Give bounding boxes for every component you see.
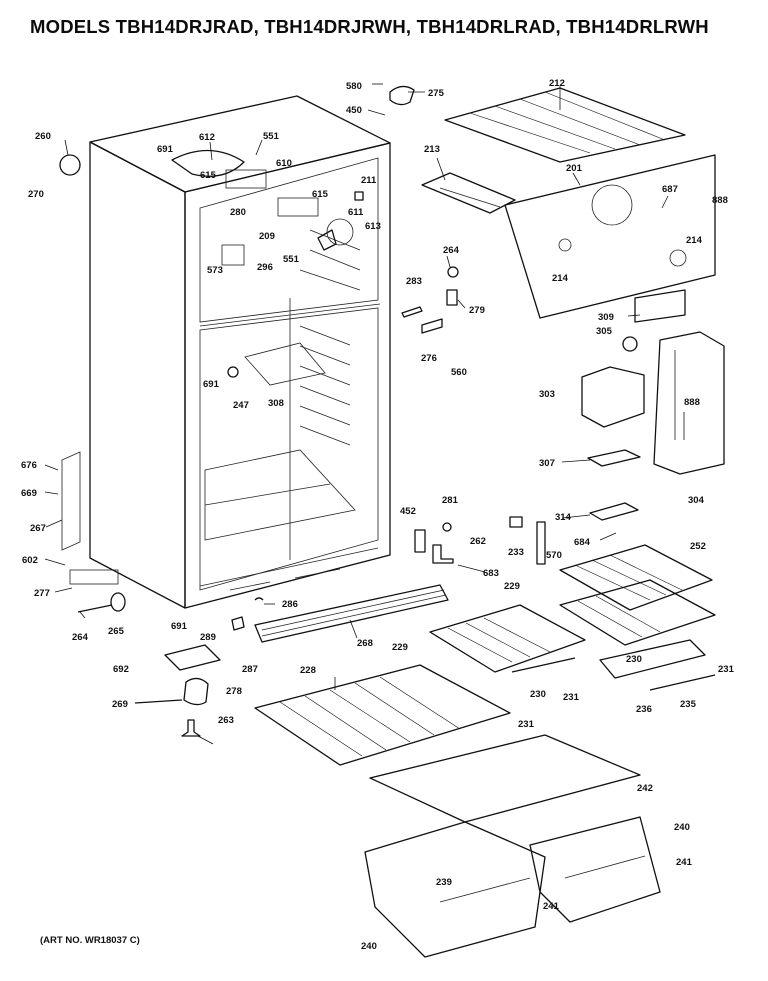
part-label-551: 551 [283, 254, 300, 265]
part-label-270: 270 [28, 189, 44, 200]
part-label-286: 286 [282, 599, 298, 610]
shelf-228 [254, 664, 511, 766]
leader-lines [44, 83, 685, 745]
part-label-264: 264 [72, 632, 89, 643]
part-label-615: 615 [200, 170, 217, 181]
part-label-307: 307 [539, 458, 555, 469]
part-label-229: 229 [392, 642, 408, 653]
part-label-240: 240 [674, 822, 690, 833]
part-label-264: 264 [443, 245, 460, 256]
diagram-title: MODELS TBH14DRJRAD, TBH14DRJRWH, TBH14DR… [30, 16, 709, 37]
part-label-233: 233 [508, 547, 524, 558]
part-label-201: 201 [566, 163, 583, 174]
part-label-240: 240 [361, 941, 377, 952]
part-label-262: 262 [470, 536, 486, 547]
part-label-278: 278 [226, 686, 242, 697]
part-label-888: 888 [684, 397, 700, 408]
part-label-235: 235 [680, 699, 697, 710]
part-label-212: 212 [549, 78, 565, 89]
part-label-615: 615 [312, 189, 329, 200]
part-label-305: 305 [596, 326, 613, 337]
small-parts [59, 85, 716, 737]
part-label-691: 691 [171, 621, 188, 632]
part-label-551: 551 [263, 131, 280, 142]
part-label-669: 669 [21, 488, 37, 499]
part-label-612: 612 [199, 132, 215, 143]
part-label-687: 687 [662, 184, 678, 195]
part-label-211: 211 [361, 175, 377, 186]
part-label-260: 260 [35, 131, 51, 142]
part-label-242: 242 [637, 783, 653, 794]
part-label-247: 247 [233, 400, 249, 411]
refrigerator-cabinet [61, 95, 391, 609]
part-label-231: 231 [718, 664, 735, 675]
part-label-691: 691 [157, 144, 174, 155]
part-label-692: 692 [113, 664, 129, 675]
part-label-267: 267 [30, 523, 46, 534]
part-label-241: 241 [676, 857, 693, 868]
part-label-241: 241 [543, 901, 560, 912]
part-label-684: 684 [574, 537, 591, 548]
cover-242 [369, 734, 641, 823]
part-label-888: 888 [712, 195, 728, 206]
part-label-611: 611 [348, 207, 364, 218]
ice-tray-213 [421, 172, 516, 214]
part-label-309: 309 [598, 312, 614, 323]
part-label-209: 209 [259, 231, 275, 242]
part-label-452: 452 [400, 506, 416, 517]
part-label-304: 304 [688, 495, 705, 506]
part-label-450: 450 [346, 105, 362, 116]
part-label-676: 676 [21, 460, 37, 471]
grille-268 [254, 584, 449, 643]
part-label-269: 269 [112, 699, 128, 710]
part-label-613: 613 [365, 221, 381, 232]
part-label-573: 573 [207, 265, 223, 276]
part-label-275: 275 [428, 88, 445, 99]
part-label-263: 263 [218, 715, 234, 726]
part-label-281: 281 [442, 495, 459, 506]
part-label-231: 231 [518, 719, 535, 730]
part-label-214: 214 [686, 235, 703, 246]
shelf-252 [559, 544, 713, 611]
part-label-280: 280 [230, 207, 246, 218]
art-number: (ART NO. WR18037 C) [40, 935, 140, 946]
pans-240-241 [364, 816, 661, 958]
part-label-276: 276 [421, 353, 437, 364]
part-label-214: 214 [552, 273, 569, 284]
part-label-570: 570 [546, 550, 562, 561]
part-label-296: 296 [257, 262, 273, 273]
part-label-580: 580 [346, 81, 362, 92]
part-label-303: 303 [539, 389, 555, 400]
part-label-265: 265 [108, 626, 125, 637]
part-label-213: 213 [424, 144, 440, 155]
part-label-230: 230 [626, 654, 642, 665]
part-label-287: 287 [242, 664, 258, 675]
part-label-239: 239 [436, 877, 452, 888]
part-label-229: 229 [504, 581, 520, 592]
part-label-289: 289 [200, 632, 216, 643]
part-label-308: 308 [268, 398, 284, 409]
shelf-229 [429, 579, 716, 673]
part-labels: 580 275 450 212 260 612 551 691 610 615 270 615 211 2… [21, 78, 735, 952]
part-label-268: 268 [357, 638, 373, 649]
part-label-228: 228 [300, 665, 316, 676]
part-label-683: 683 [483, 568, 499, 579]
cover-304 [653, 331, 725, 475]
part-label-277: 277 [34, 588, 50, 599]
part-label-610: 610 [276, 158, 292, 169]
part-label-279: 279 [469, 305, 485, 316]
part-label-236: 236 [636, 704, 652, 715]
part-label-602: 602 [22, 555, 38, 566]
part-label-230: 230 [530, 689, 546, 700]
part-label-231: 231 [563, 692, 580, 703]
shelf-212 [444, 87, 686, 163]
panel-201 [504, 154, 716, 319]
part-label-252: 252 [690, 541, 706, 552]
part-label-560: 560 [451, 367, 467, 378]
damper-housing-303 [581, 366, 645, 428]
part-label-283: 283 [406, 276, 422, 287]
part-label-691: 691 [203, 379, 220, 390]
